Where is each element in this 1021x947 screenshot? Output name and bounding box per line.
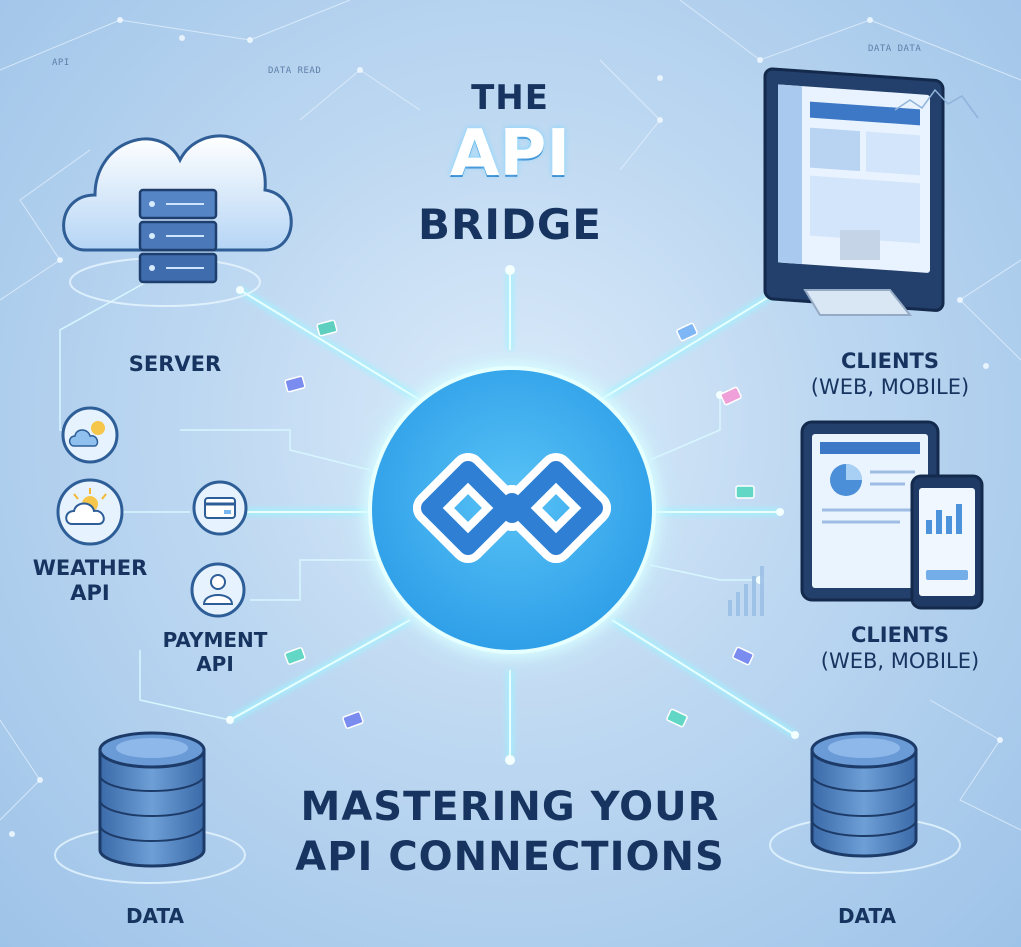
weather-api-label: WEATHER API [20, 556, 160, 606]
tablet-phone-icon [800, 420, 984, 610]
bridge-logo-icon [413, 453, 611, 563]
clients-top-label-line1: CLIENTS [841, 349, 939, 373]
clients-bottom-label: CLIENTS (WEB, MOBILE) [790, 622, 1010, 675]
decorative-bar-chart [728, 566, 764, 616]
title-line-bridge: BRIDGE [417, 200, 602, 249]
weather-icon [61, 406, 119, 464]
monitor-icon [763, 67, 945, 316]
data-packets [284, 319, 755, 729]
clients-bottom-label-line2: (WEB, MOBILE) [820, 649, 980, 674]
weather-icon [56, 478, 124, 546]
title-line-api: API [449, 117, 571, 191]
decor-label-data-read: DATA READ [268, 66, 322, 76]
decor-label-api: API [52, 58, 70, 68]
payment-api-label-line1: PAYMENT [162, 628, 268, 652]
clients-top-label-line2: (WEB, MOBILE) [810, 375, 970, 400]
subtitle-line2: API CONNECTIONS [295, 834, 725, 880]
database-icon [769, 731, 961, 874]
title-line-the: THE [471, 78, 549, 118]
subtitle: MASTERING YOUR API CONNECTIONS [250, 782, 770, 882]
payment-card-icon [192, 480, 248, 536]
payment-api-label-line2: API [196, 652, 234, 676]
subtitle-line1: MASTERING YOUR [300, 784, 720, 830]
user-icon [190, 562, 246, 618]
data-left-label: DATA [125, 904, 185, 928]
decorative-line-chart [894, 88, 979, 119]
weather-api-label-line2: API [70, 581, 110, 606]
clients-top-label: CLIENTS (WEB, MOBILE) [780, 348, 1000, 401]
clients-bottom-label-line1: CLIENTS [851, 623, 949, 647]
background-nodes [9, 17, 1003, 837]
data-right-label: DATA [837, 904, 897, 928]
cloud-server-icon [62, 134, 293, 307]
database-icon [54, 731, 246, 884]
payment-api-label: PAYMENT API [150, 628, 280, 676]
weather-api-label-line1: WEATHER [32, 556, 148, 580]
decor-label-data-data: DATA DATA [868, 44, 922, 54]
server-label: SERVER [128, 352, 222, 376]
